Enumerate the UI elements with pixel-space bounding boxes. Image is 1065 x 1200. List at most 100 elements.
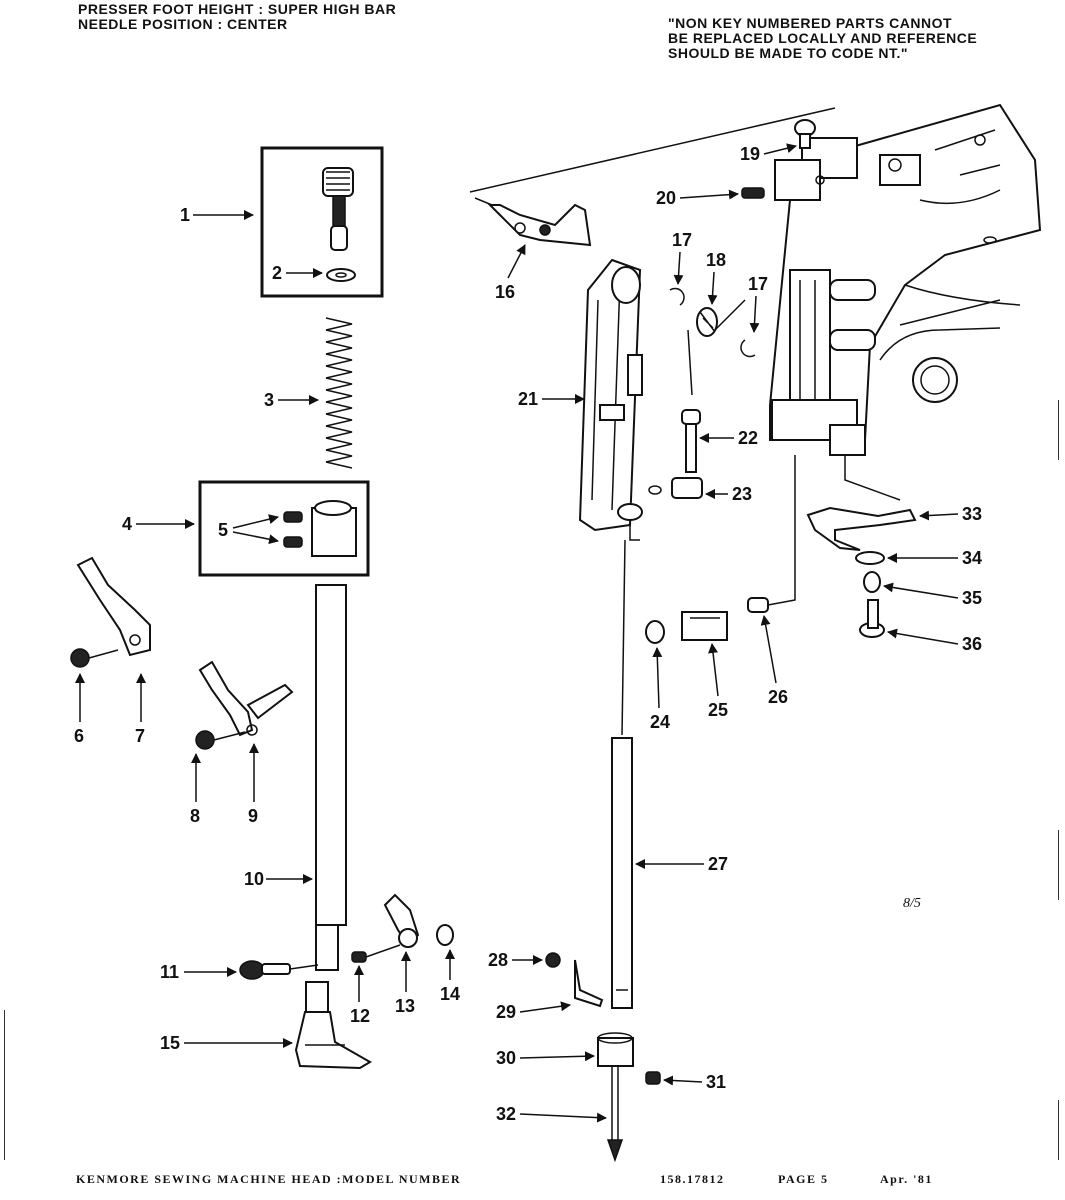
callout-16: 16 [495,244,526,302]
lower-lever-parts [239,893,454,980]
svg-text:27: 27 [708,854,728,874]
svg-text:36: 36 [962,634,982,654]
svg-text:5: 5 [218,520,228,540]
callout-6: 6 [74,673,85,746]
callout-10: 10 [244,869,313,889]
svg-text:26: 26 [768,687,788,707]
footer-page: PAGE 5 [778,1172,829,1186]
svg-text:6: 6 [74,726,84,746]
callout-13: 13 [395,951,415,1016]
svg-text:22: 22 [738,428,758,448]
svg-text:34: 34 [962,548,982,568]
callout-28: 28 [488,950,543,970]
svg-text:28: 28 [488,950,508,970]
svg-text:33: 33 [962,504,982,524]
callout-26: 26 [760,615,788,707]
svg-text:11: 11 [160,962,179,982]
callout-33: 33 [919,504,982,524]
svg-text:19: 19 [740,144,760,164]
svg-text:9: 9 [248,806,258,826]
callout-34: 34 [887,548,982,568]
footer-model-number: 158.17812 [660,1172,725,1186]
lifter-levers [70,556,294,750]
bobbin-lever-parts [806,455,917,638]
top-screws [741,119,816,199]
svg-text:35: 35 [962,588,982,608]
callout-11: 11 [160,962,237,982]
footer-date: Apr. '81 [880,1172,933,1186]
callout-22: 22 [699,428,758,448]
header-right-notes: "NON KEY NUMBERED PARTS CANNOT BE REPLAC… [668,16,977,61]
svg-text:15: 15 [160,1033,180,1053]
presser-foot-height-note: PRESSER FOOT HEIGHT : SUPER HIGH BAR [78,1,397,17]
callout-18: 18 [706,250,726,305]
callout-8: 8 [190,753,201,826]
callout-20: 20 [656,188,739,208]
svg-text:3: 3 [264,390,274,410]
svg-text:4: 4 [122,514,132,534]
callout-27: 27 [635,854,728,874]
callout-21: 21 [518,389,585,409]
callouts: 1 2 3 4 5 6 7 8 9 10 11 12 13 14 15 16 1… [74,143,982,1124]
callout-25: 25 [708,643,728,720]
svg-text:20: 20 [656,188,676,208]
svg-text:23: 23 [732,484,752,504]
callout-4: 4 [122,514,195,534]
disclaimer-line-3: SHOULD BE MADE TO CODE NT." [668,45,909,61]
margin-mark [4,1010,5,1160]
footer-title: KENMORE SEWING MACHINE HEAD :MODEL NUMBE… [76,1172,462,1186]
svg-text:30: 30 [496,1048,516,1068]
needle-position-note: NEEDLE POSITION : CENTER [78,16,288,32]
callout-32: 32 [496,1104,607,1124]
needle-clamp-parts [645,455,796,644]
svg-text:32: 32 [496,1104,516,1124]
callout-1: 1 [180,205,254,225]
svg-text:31: 31 [706,1072,726,1092]
presser-foot [294,981,372,1070]
callout-36: 36 [887,628,982,654]
presser-spring [325,317,353,469]
svg-text:24: 24 [650,712,670,732]
callout-7: 7 [135,673,146,746]
svg-text:7: 7 [135,726,145,746]
callout-35: 35 [883,582,982,608]
needle-thread-guide [545,952,604,1008]
header-left-notes: PRESSER FOOT HEIGHT : SUPER HIGH BAR NEE… [78,2,396,32]
svg-text:12: 12 [350,1006,370,1026]
margin-mark [1058,400,1059,460]
callout-3: 3 [264,390,319,410]
adjusting-screw-box [260,146,384,298]
thread-guide-parts [648,287,756,499]
svg-text:18: 18 [706,250,726,270]
callout-15: 15 [160,1033,293,1053]
margin-mark [1058,1100,1059,1160]
svg-text:10: 10 [244,869,264,889]
callout-19: 19 [740,143,797,164]
disclaimer-line-2: BE REPLACED LOCALLY AND REFERENCE [668,30,978,46]
svg-text:17: 17 [748,274,768,294]
page-mark: 8/5 [903,896,921,911]
svg-text:17: 17 [672,230,692,250]
frame-link [487,203,592,247]
callout-17b: 17 [748,274,768,333]
svg-text:13: 13 [395,996,415,1016]
callout-29: 29 [496,1001,571,1022]
callout-9: 9 [248,743,259,826]
needle-bar-frame [578,258,643,541]
svg-text:21: 21 [518,389,538,409]
svg-text:29: 29 [496,1002,516,1022]
callout-2: 2 [272,263,323,283]
margin-mark [1058,830,1059,900]
needle-bar-lower [597,539,661,1163]
machine-head-casting [469,103,1042,456]
svg-text:25: 25 [708,700,728,720]
svg-text:16: 16 [495,282,515,302]
callout-30: 30 [496,1048,595,1068]
disclaimer-line-1: "NON KEY NUMBERED PARTS CANNOT [668,15,953,31]
presser-bar-guide-box [198,480,370,577]
callout-17a: 17 [672,230,692,285]
callout-14: 14 [440,949,460,1004]
callout-31: 31 [663,1072,726,1092]
svg-text:2: 2 [272,263,282,283]
